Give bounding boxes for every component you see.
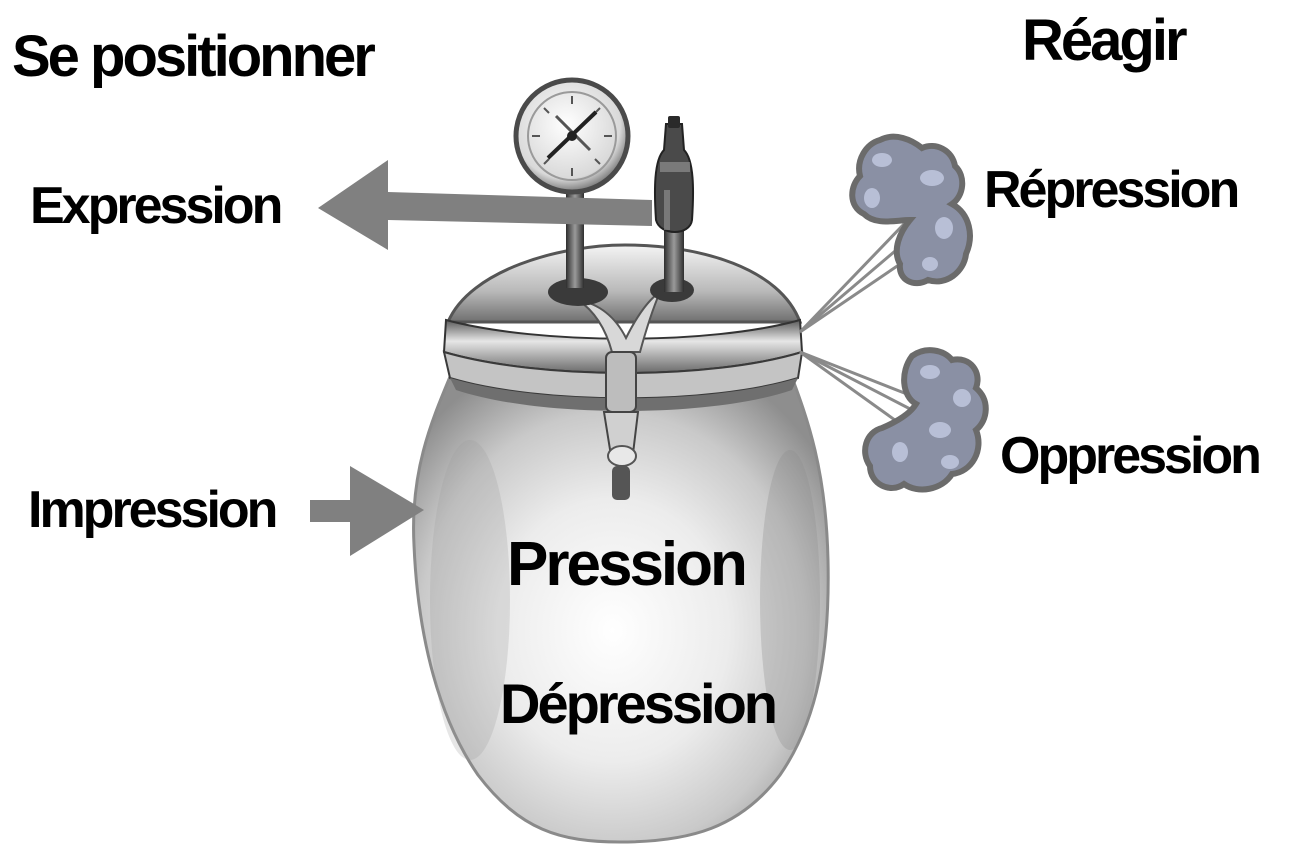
label-depression: Dépression bbox=[500, 676, 775, 732]
heading-reagir: Réagir bbox=[1022, 12, 1185, 70]
steam-lines-repression bbox=[800, 224, 912, 332]
label-expression: Expression bbox=[30, 180, 280, 232]
label-repression: Répression bbox=[984, 164, 1237, 216]
heading-se-positionner: Se positionner bbox=[12, 28, 373, 86]
impression-arrow bbox=[310, 466, 424, 556]
label-pression: Pression bbox=[507, 534, 745, 596]
label-oppression: Oppression bbox=[1000, 430, 1259, 482]
steam-puff-icon bbox=[865, 350, 986, 489]
label-impression: Impression bbox=[28, 484, 275, 536]
